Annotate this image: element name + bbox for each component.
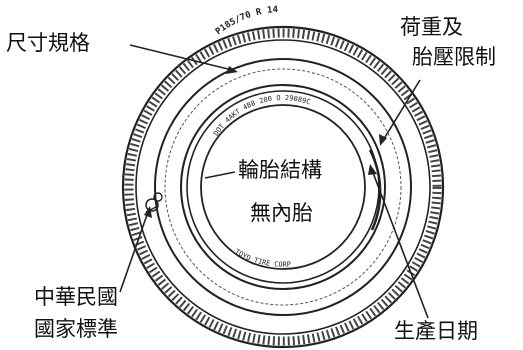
tread-pattern-band — [124, 28, 442, 346]
label-tubeless: 無內胎 — [250, 201, 313, 225]
tire-outline — [121, 25, 445, 349]
sidewall-maker-text: TOYO TIRE CORP — [233, 248, 291, 269]
sidewall-outer-ring — [154, 58, 412, 316]
callout-leaders — [119, 44, 429, 319]
label-standard-line1: 中華民國 — [34, 285, 118, 309]
tread-outer-ring — [121, 25, 445, 349]
label-structure: 輪胎結構 — [238, 158, 322, 182]
label-date: 生產日期 — [394, 319, 478, 343]
leader-date — [371, 169, 429, 319]
sidewall-dot-text: DOT 4AKT 4B8 280 O 29089C — [212, 94, 311, 137]
arrow-date — [368, 164, 377, 175]
label-load-line2: 胎壓限制 — [412, 45, 496, 69]
sidewall-text-ring — [164, 68, 402, 306]
leader-structure — [204, 171, 236, 179]
arrow-size — [226, 66, 238, 74]
leader-size — [129, 44, 233, 71]
leader-load — [381, 79, 421, 143]
arrow-standard — [144, 206, 152, 218]
label-load-line1: 荷重及 — [400, 15, 463, 39]
hub-circle — [200, 104, 366, 270]
arrowheads — [144, 66, 387, 218]
leader-standard — [119, 211, 149, 293]
tread-inner-ring — [135, 39, 431, 335]
label-size: 尺寸規格 — [6, 31, 90, 55]
arrow-load — [379, 134, 387, 146]
label-standard-line2: 國家標準 — [34, 317, 118, 341]
rim-ring-inner — [186, 90, 380, 284]
rim-ring-outer — [180, 84, 386, 290]
